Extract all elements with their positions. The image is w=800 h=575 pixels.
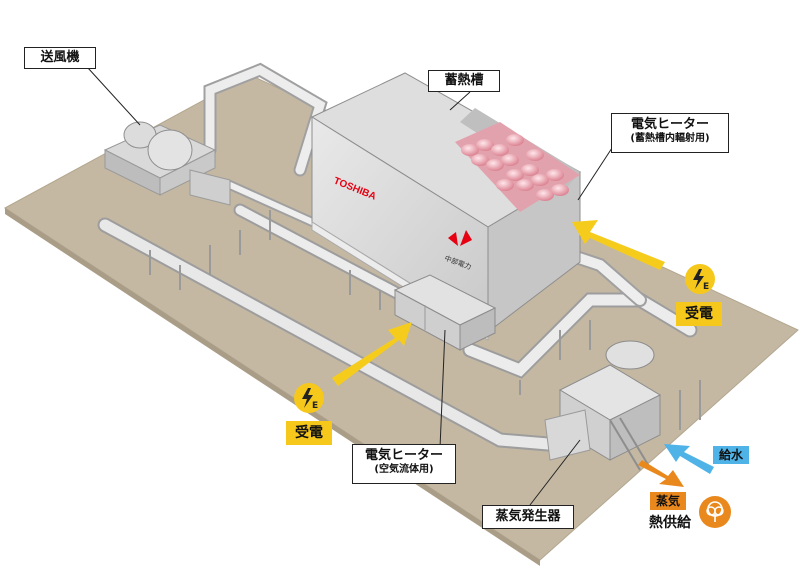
tree-icon: [699, 496, 731, 528]
power-arrow-left: [332, 322, 412, 386]
heater-airflow-label: 電気ヒーター (空気流体用): [352, 444, 456, 484]
storage-tank-label-text: 蓄熱槽: [444, 73, 484, 88]
heater-radiant-sub: (蓄熱槽内輻射用): [630, 133, 710, 145]
airflow-heater-unit: [393, 274, 497, 351]
lightning-e-icon: E: [294, 383, 324, 413]
svg-text:E: E: [312, 401, 318, 411]
power-receive-right: 受電: [676, 302, 722, 326]
steam-label: 蒸気: [650, 492, 686, 510]
power-receive-left: 受電: [286, 421, 332, 445]
heater-airflow-title: 電気ヒーター: [364, 448, 443, 463]
heater-radiant-label: 電気ヒーター (蓄熱槽内輻射用): [611, 113, 729, 153]
heater-radiant-title: 電気ヒーター: [630, 117, 709, 132]
heater-airflow-sub: (空気流体用): [374, 464, 434, 476]
blower-label: 送風機: [24, 47, 96, 69]
svg-text:E: E: [703, 282, 709, 292]
steam-generator-unit: [544, 340, 662, 471]
power-arrow-right: [572, 220, 665, 270]
leader-lines: [87, 67, 613, 506]
steam-arrow: [638, 460, 684, 487]
pipe-supports: [149, 210, 701, 430]
steam-generator-label-text: 蒸気発生器: [495, 509, 561, 524]
heat-supply-label: 熱供給: [649, 515, 691, 531]
storage-tank-label: 蓄熱槽: [428, 70, 500, 92]
blower-unit: [103, 121, 231, 206]
lightning-e-icon: E: [685, 264, 715, 294]
heat-storage-tank: TOSHIBA 中部電力: [310, 72, 581, 341]
blower-label-text: 送風機: [40, 50, 80, 65]
steam-generator-label: 蒸気発生器: [482, 505, 574, 529]
water-arrow: [664, 444, 714, 474]
heat-storage-stones: [461, 134, 569, 201]
water-supply-label: 給水: [713, 446, 749, 464]
